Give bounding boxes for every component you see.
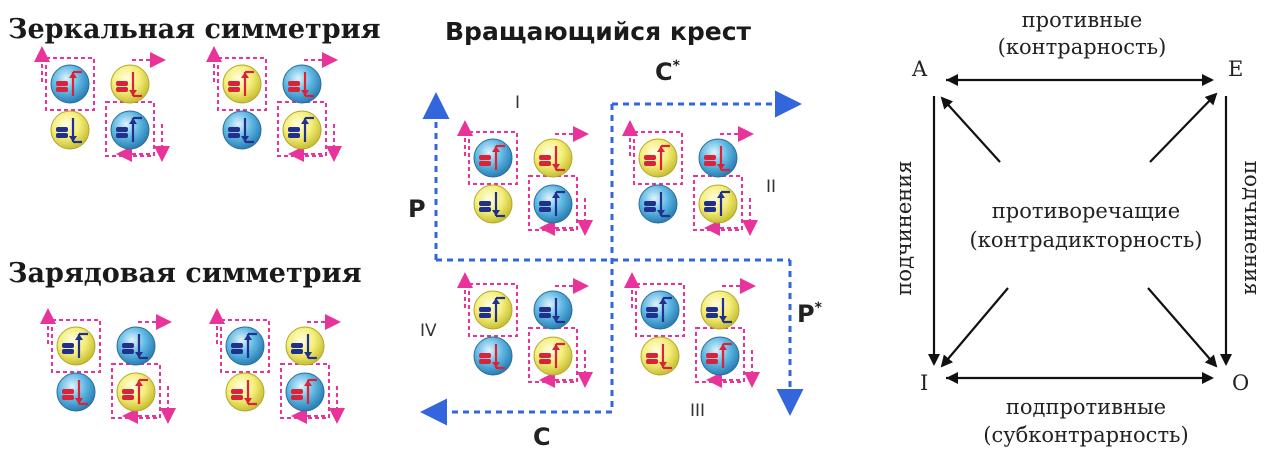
cross-quadrant-i-ball-4 — [533, 184, 573, 224]
contrary-sub-label: (контрарность) — [998, 35, 1167, 59]
label-p-star: P* — [797, 300, 823, 328]
cross-quadrant-ii-ball-2 — [698, 138, 738, 178]
mirror-group-left-ball-3 — [50, 110, 90, 150]
arrowhead-a — [946, 74, 958, 86]
quadrant-label-iii: III — [690, 401, 705, 421]
cross-quadrant-iv-frame-a — [468, 283, 518, 337]
mirror-group-left-ball-2 — [110, 64, 150, 104]
mirror-group-left-frame-a — [45, 57, 95, 111]
rotating-cross-title: Вращающийся крест — [445, 17, 752, 46]
cross-quadrant-iv-ball-2 — [533, 290, 573, 330]
particle-ball-groups — [34, 46, 760, 424]
charge-group-left-ball-3 — [56, 372, 96, 412]
cross-quadrant-ii-ball-1 — [638, 138, 678, 178]
corner-i: I — [920, 371, 928, 395]
cross-quadrant-iv-ball-3 — [473, 336, 513, 376]
corner-e: E — [1228, 57, 1243, 81]
charge-group-left-ball-1 — [56, 326, 96, 366]
cross-quadrant-iv-ball-1 — [473, 290, 513, 330]
label-c: C — [533, 423, 551, 451]
corner-o: O — [1232, 371, 1249, 395]
mirror-symmetry-title: Зеркальная симметрия — [8, 14, 381, 45]
subalternation-left-label: подчинения — [892, 160, 916, 295]
cross-quadrant-iii-ball-4 — [700, 336, 740, 376]
mirror-group-right-ball-4 — [282, 110, 322, 150]
charge-group-left-ball-4 — [116, 372, 156, 412]
charge-group-right-ball-4 — [285, 372, 325, 412]
charge-symmetry-title: Зарядовая симметрия — [8, 258, 362, 289]
quadrant-label-ii: II — [766, 177, 776, 197]
contrary-label: противные — [1022, 8, 1143, 32]
cross-quadrant-iii-ball-2 — [700, 290, 740, 330]
corner-a: A — [911, 57, 928, 81]
label-p: P — [408, 195, 426, 223]
cross-quadrant-i-ball-3 — [473, 184, 513, 224]
contradictory-label: противоречащие — [992, 199, 1180, 223]
cross-quadrant-i-ball-2 — [533, 138, 573, 178]
contradictory-sub-label: (контрадикторность) — [970, 228, 1203, 252]
cross-quadrant-iii-frame-a — [635, 283, 685, 337]
mirror-group-right-ball-1 — [222, 64, 262, 104]
mirror-group-right-frame-a — [217, 57, 267, 111]
quadrant-label-iv: IV — [420, 321, 437, 341]
arrowhead-i — [946, 372, 958, 384]
cross-quadrant-i-ball-1 — [473, 138, 513, 178]
cross-quadrant-iii-ball-3 — [640, 336, 680, 376]
label-c-star: C* — [655, 58, 681, 86]
charge-group-left-frame-a — [51, 319, 101, 373]
charge-group-right-ball-2 — [285, 326, 325, 366]
square-of-opposition — [928, 74, 1232, 384]
cross-quadrant-ii-ball-3 — [638, 184, 678, 224]
cross-quadrant-i-frame-a — [468, 131, 518, 185]
cross-quadrant-iv-ball-4 — [533, 336, 573, 376]
rotating-cross-lines — [420, 90, 804, 426]
cross-quadrant-ii-frame-a — [633, 131, 683, 185]
cross-quadrant-ii-ball-4 — [698, 184, 738, 224]
charge-group-right-ball-3 — [225, 372, 265, 412]
subcontrary-sub-label: (субконтрарность) — [983, 423, 1188, 447]
charge-group-left-ball-2 — [116, 326, 156, 366]
mirror-group-left-ball-4 — [110, 110, 150, 150]
cross-quadrant-iii-ball-1 — [640, 290, 680, 330]
mirror-group-left-ball-1 — [50, 64, 90, 104]
charge-group-right-ball-1 — [225, 326, 265, 366]
quadrant-label-i: I — [515, 93, 520, 113]
charge-group-right-frame-a — [220, 319, 270, 373]
subalternation-right-label: подчинения — [1240, 160, 1264, 295]
mirror-group-right-ball-3 — [222, 110, 262, 150]
subcontrary-label: подпротивные — [1006, 395, 1166, 419]
mirror-group-right-ball-2 — [282, 64, 322, 104]
